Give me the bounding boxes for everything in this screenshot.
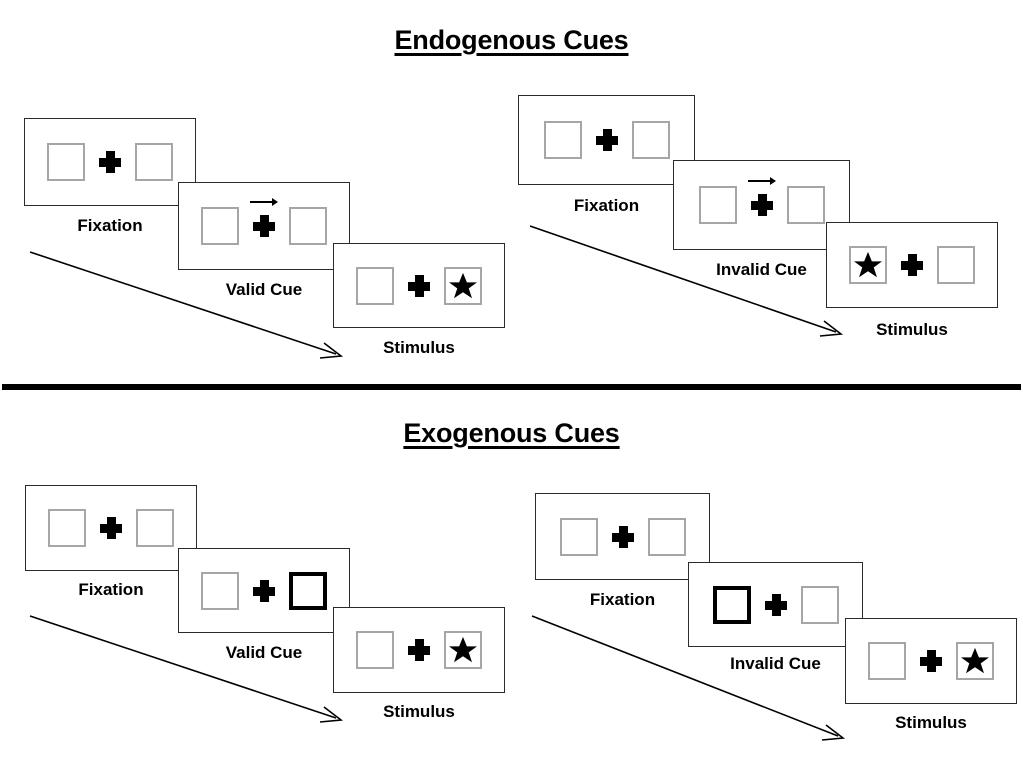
- caption-exo-invalid-cue: Invalid Cue: [730, 654, 821, 673]
- placeholder-box-left: [48, 509, 86, 547]
- plus-icon: [920, 650, 942, 672]
- plus-icon: [100, 517, 122, 539]
- placeholder-box-right: [937, 246, 975, 284]
- caption-exo-valid-fixation: Fixation: [78, 580, 144, 599]
- section-title-endogenous: Endogenous Cues: [394, 25, 629, 55]
- caption-endo-valid-cue: Valid Cue: [225, 280, 303, 299]
- plus-icon: [747, 177, 776, 216]
- placeholder-box-right: [289, 207, 327, 245]
- cued-box-right: [289, 571, 327, 610]
- target-box-right: [444, 266, 482, 305]
- panel-exo-invalid-fixation: [535, 493, 710, 580]
- caption-endo-valid-stimulus: Stimulus: [383, 338, 455, 357]
- placeholder-box-right: [631, 121, 670, 159]
- arrow-right-icon: [250, 198, 278, 206]
- panel-exo-valid-cue: [178, 548, 350, 633]
- target-box-left: [849, 246, 887, 284]
- arrow-right-icon: [747, 177, 776, 185]
- panel-exo-valid-stimulus: [333, 607, 505, 693]
- plus-icon: [764, 593, 787, 616]
- placeholder-box-right: [135, 143, 173, 181]
- plus-icon: [901, 254, 923, 276]
- placeholder-box-right: [800, 585, 839, 624]
- panel-endo-valid-stimulus: [333, 243, 505, 328]
- plus-icon: [253, 579, 275, 602]
- placeholder-box-left: [201, 207, 239, 245]
- target-box-right: [444, 631, 482, 669]
- star-icon: [449, 272, 477, 298]
- plus-icon: [408, 639, 430, 661]
- caption-endo-invalid-fixation: Fixation: [573, 196, 640, 215]
- plus-icon: [408, 274, 430, 297]
- caption-endo-valid-fixation: Fixation: [77, 216, 143, 235]
- placeholder-box-left: [868, 642, 906, 680]
- caption-exo-valid-cue: Valid Cue: [225, 643, 303, 662]
- section-divider: [2, 384, 1021, 390]
- placeholder-box-left: [356, 266, 394, 305]
- plus-icon: [595, 129, 618, 151]
- placeholder-box-left: [201, 571, 239, 610]
- panel-exo-invalid-cue: [688, 562, 863, 647]
- panel-endo-invalid-stimulus: [826, 222, 998, 308]
- caption-endo-invalid-cue: Invalid Cue: [716, 260, 807, 279]
- target-box-right: [956, 642, 994, 680]
- plus-icon: [99, 151, 121, 173]
- placeholder-box-left: [559, 517, 598, 556]
- panel-endo-valid-fixation: [24, 118, 196, 206]
- star-icon: [961, 647, 989, 674]
- star-icon: [449, 636, 477, 663]
- caption-endo-invalid-stimulus: Stimulus: [876, 320, 948, 339]
- cued-box-left: [712, 585, 751, 624]
- panel-endo-valid-cue: [178, 182, 350, 270]
- section-title-exogenous: Exogenous Cues: [403, 418, 620, 448]
- plus-icon: [250, 198, 278, 237]
- panel-exo-invalid-stimulus: [845, 618, 1017, 704]
- star-icon: [854, 251, 882, 278]
- caption-exo-invalid-stimulus: Stimulus: [895, 713, 967, 732]
- placeholder-box-right: [136, 509, 174, 547]
- placeholder-box-left: [543, 121, 582, 159]
- plus-icon: [611, 525, 634, 548]
- panel-exo-valid-fixation: [25, 485, 197, 571]
- placeholder-box-left: [698, 186, 737, 224]
- placeholder-box-left: [356, 631, 394, 669]
- caption-exo-invalid-fixation: Fixation: [589, 590, 656, 609]
- placeholder-box-right: [647, 517, 686, 556]
- panel-endo-invalid-cue: [673, 160, 850, 250]
- panel-endo-invalid-fixation: [518, 95, 695, 185]
- placeholder-box-left: [47, 143, 85, 181]
- caption-exo-valid-stimulus: Stimulus: [383, 702, 455, 721]
- placeholder-box-right: [786, 186, 825, 224]
